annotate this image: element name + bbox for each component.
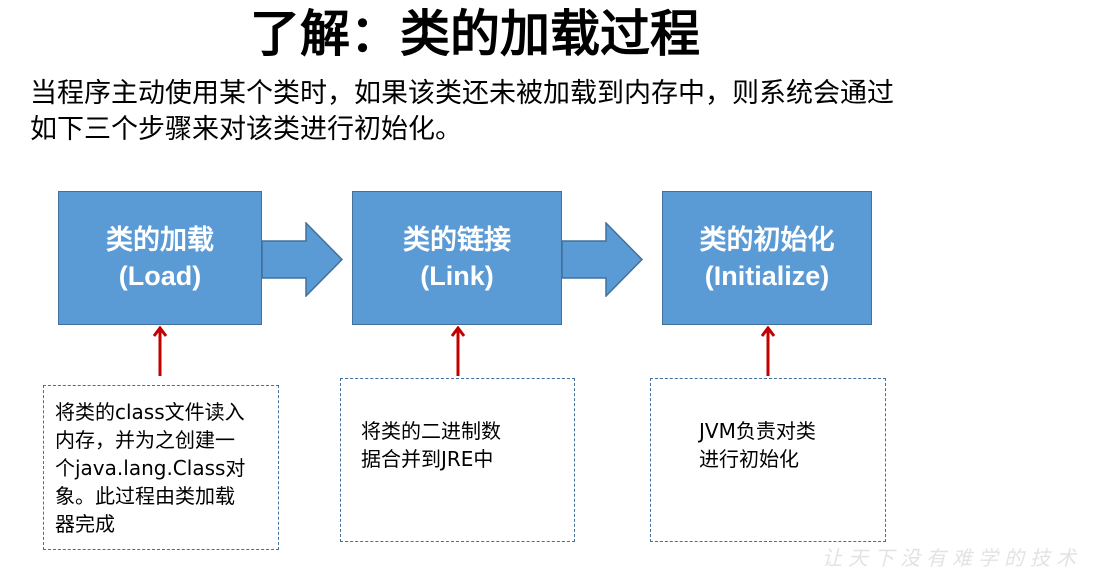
description-box-initialize: JVM负责对类 进行初始化 xyxy=(650,378,886,542)
step-name-load: 类的加载 xyxy=(106,225,214,255)
description-box-load: 将类的class文件读入 内存，并为之创建一 个java.lang.Class对… xyxy=(43,385,279,550)
step-box-link: 类的链接 (Link) xyxy=(352,191,562,325)
slide-title: 了解：类的加载过程 xyxy=(250,5,700,63)
watermark: 让天下没有难学的技术 xyxy=(822,546,1082,570)
description-line: 内存，并为之创建一 xyxy=(55,428,235,452)
description-line: 个java.lang.Class对 xyxy=(55,456,246,480)
description-line: 象。此过程由类加载 xyxy=(55,484,235,508)
up-arrow-icon xyxy=(152,326,168,376)
intro-line-2: 如下三个步骤来对该类进行初始化。 xyxy=(30,114,462,145)
up-arrow-icon xyxy=(760,326,776,376)
description-line: 将类的class文件读入 xyxy=(55,400,245,424)
intro-text: 当程序主动使用某个类时，如果该类还未被加载到内存中，则系统会通过 如下三个步骤来… xyxy=(30,76,894,148)
step-box-load: 类的加载 (Load) xyxy=(58,191,262,325)
description-line: JVM负责对类 xyxy=(699,419,816,443)
up-arrow-icon xyxy=(450,326,466,376)
right-arrow-icon xyxy=(562,222,644,297)
intro-line-1: 当程序主动使用某个类时，如果该类还未被加载到内存中，则系统会通过 xyxy=(30,78,894,109)
description-line: 据合并到JRE中 xyxy=(361,447,494,471)
step-english-initialize: (Initialize) xyxy=(704,261,830,291)
description-line: 将类的二进制数 xyxy=(361,419,501,443)
right-arrow-icon xyxy=(262,222,344,297)
step-box-initialize: 类的初始化 (Initialize) xyxy=(662,191,872,325)
step-name-link: 类的链接 xyxy=(403,225,511,255)
step-english-link: (Link) xyxy=(420,261,494,291)
description-line: 器完成 xyxy=(55,512,115,536)
step-name-initialize: 类的初始化 xyxy=(699,225,835,255)
step-english-load: (Load) xyxy=(118,261,202,291)
description-box-link: 将类的二进制数 据合并到JRE中 xyxy=(340,378,575,542)
description-line: 进行初始化 xyxy=(699,447,799,471)
